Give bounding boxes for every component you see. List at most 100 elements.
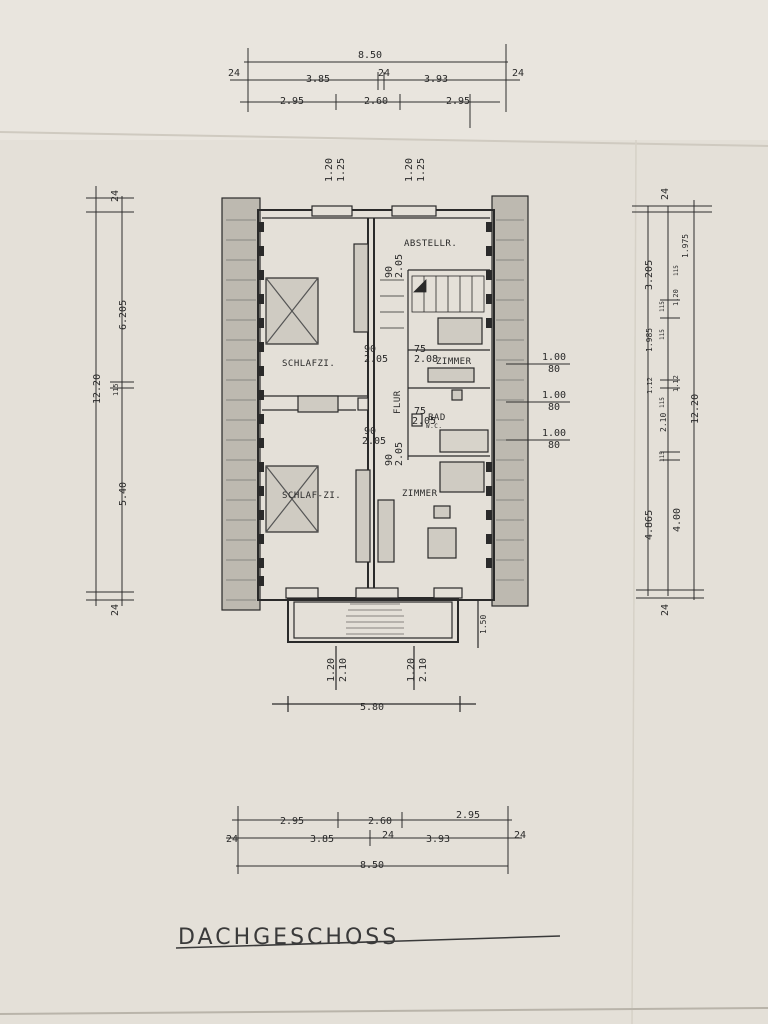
top-window-right-width: 1.20 <box>404 158 415 182</box>
door6-height: 2.05 <box>394 442 405 466</box>
balcony-width: 5.80 <box>360 702 384 713</box>
balcony-inner <box>293 601 453 639</box>
room-label-wc: W.C. <box>426 423 442 430</box>
room-label-abstell: ABSTELLR. <box>404 239 457 249</box>
top-dim-right-wall: 24 <box>512 68 524 79</box>
door5-height: 2.05 <box>362 436 386 447</box>
bottom-window-right-height: 2.10 <box>418 658 429 682</box>
balcony-depth: 1.50 <box>479 615 488 634</box>
top-dim-left-wall: 24 <box>228 68 240 79</box>
bottom-door-center <box>355 587 399 599</box>
right-dim-bottom-wall: 24 <box>660 604 671 616</box>
right-dim-total: 12.20 <box>690 394 701 424</box>
right-dim-r6: 1.985 <box>645 328 654 352</box>
bed-right-lower <box>439 461 485 493</box>
right-dim-r7: 115 <box>659 329 666 340</box>
right-dim-r9: 1.12 <box>672 375 680 392</box>
bathtub <box>439 429 489 453</box>
top-dim-seg1: 3.85 <box>306 74 330 85</box>
bottom-dim-left-wall: 24 <box>226 834 238 845</box>
floor-plan <box>221 195 529 712</box>
opening3-height: 80 <box>548 440 560 451</box>
room-label-schlafzi-bottom: SCHLAF-ZI. <box>282 491 341 501</box>
bottom-dim-total: 8.50 <box>360 860 384 871</box>
paper-bottom-edge <box>0 1007 768 1015</box>
room-label-flur: FLUR <box>393 390 403 414</box>
door5-width: 90 <box>364 426 376 437</box>
door1-height: 2.05 <box>394 254 405 278</box>
top-window-left <box>311 205 353 217</box>
door2-height: 2.05 <box>364 354 388 365</box>
outer-wall <box>257 209 495 601</box>
bottom-dim-right-wall: 24 <box>514 830 526 841</box>
paper-fold-vertical <box>631 139 637 1024</box>
right-dim-r2: 115 <box>673 265 680 276</box>
desk-right <box>427 527 457 559</box>
left-dim-upper: 6.205 <box>118 300 129 330</box>
right-dim-top-wall: 24 <box>660 188 671 200</box>
opening3-width: 1.00 <box>542 428 566 439</box>
left-dim-mid: 115 <box>112 383 120 396</box>
bottom-dimension-group <box>226 806 522 874</box>
right-dim-r5: 115 <box>659 301 666 312</box>
bottom-dim-mid-wall: 24 <box>382 830 394 841</box>
right-roof-slope <box>491 195 529 607</box>
opening1-height: 80 <box>548 364 560 375</box>
right-dim-r14: 4.00 <box>672 508 683 532</box>
title-underline <box>175 935 561 949</box>
right-dim-r11: 2.10 <box>659 413 668 432</box>
wardrobe-lower-2 <box>377 499 395 563</box>
door4-width: 75 <box>414 406 426 417</box>
top-dim-total: 8.50 <box>358 50 382 61</box>
right-dim-r4: 1.20 <box>672 289 680 306</box>
right-dim-r13: 4.865 <box>644 510 655 540</box>
bottom-dim-seg2: 3.93 <box>426 834 450 845</box>
left-dimension-group <box>86 186 134 606</box>
top-window-left-width: 1.20 <box>324 158 335 182</box>
paper-fold-line <box>0 131 768 147</box>
bed-right-upper <box>437 317 483 345</box>
bottom-dim-a3: 2.95 <box>456 810 480 821</box>
top-dim-mid-wall: 24 <box>378 68 390 79</box>
left-dim-lower: 5.40 <box>118 482 129 506</box>
room-label-zimmer-bottom: ZIMMER <box>402 489 438 499</box>
top-dimension-group <box>230 44 520 128</box>
bottom-window-left-width: 1.20 <box>326 658 337 682</box>
top-dim-seg2: 3.93 <box>424 74 448 85</box>
room-label-zimmer-top: ZIMMER <box>436 357 472 367</box>
drawing-title: DACHGESCHOSS <box>178 925 399 950</box>
left-dim-total: 12.20 <box>92 374 103 404</box>
opening2-width: 1.00 <box>542 390 566 401</box>
chimney-upper <box>357 397 369 411</box>
bottom-window-left-height: 2.10 <box>338 658 349 682</box>
door3-height: 2.08 <box>414 354 438 365</box>
room-label-bad: BAD <box>428 413 446 423</box>
washbasin <box>427 367 475 383</box>
right-dim-r3: 3.205 <box>644 260 655 290</box>
chair-right <box>433 505 451 519</box>
door3-width: 75 <box>414 344 426 355</box>
left-dim-top-wall: 24 <box>110 190 121 202</box>
chimney-lower <box>411 413 423 427</box>
wardrobe-lower-1 <box>355 469 371 563</box>
top-dim-a1: 2.95 <box>280 96 304 107</box>
top-dim-a2: 2.60 <box>364 96 388 107</box>
wc-seat <box>451 389 463 401</box>
right-dim-r10: 115 <box>659 397 666 408</box>
top-window-left-height: 1.25 <box>336 158 347 182</box>
bottom-door-right <box>433 587 463 599</box>
door1-width: 90 <box>384 266 395 278</box>
right-dimension-group <box>632 200 712 600</box>
staircase <box>380 275 485 329</box>
door6-width: 90 <box>384 454 395 466</box>
top-window-right-height: 1.25 <box>416 158 427 182</box>
paper-fold-band <box>0 0 768 140</box>
right-dim-r8: 1.12 <box>646 377 654 394</box>
opening2-height: 80 <box>548 402 560 413</box>
left-dim-bottom-wall: 24 <box>110 604 121 616</box>
bottom-dim-seg1: 3.85 <box>310 834 334 845</box>
bottom-door-left <box>285 587 319 599</box>
top-window-right <box>391 205 437 217</box>
top-dim-a3: 2.95 <box>446 96 470 107</box>
